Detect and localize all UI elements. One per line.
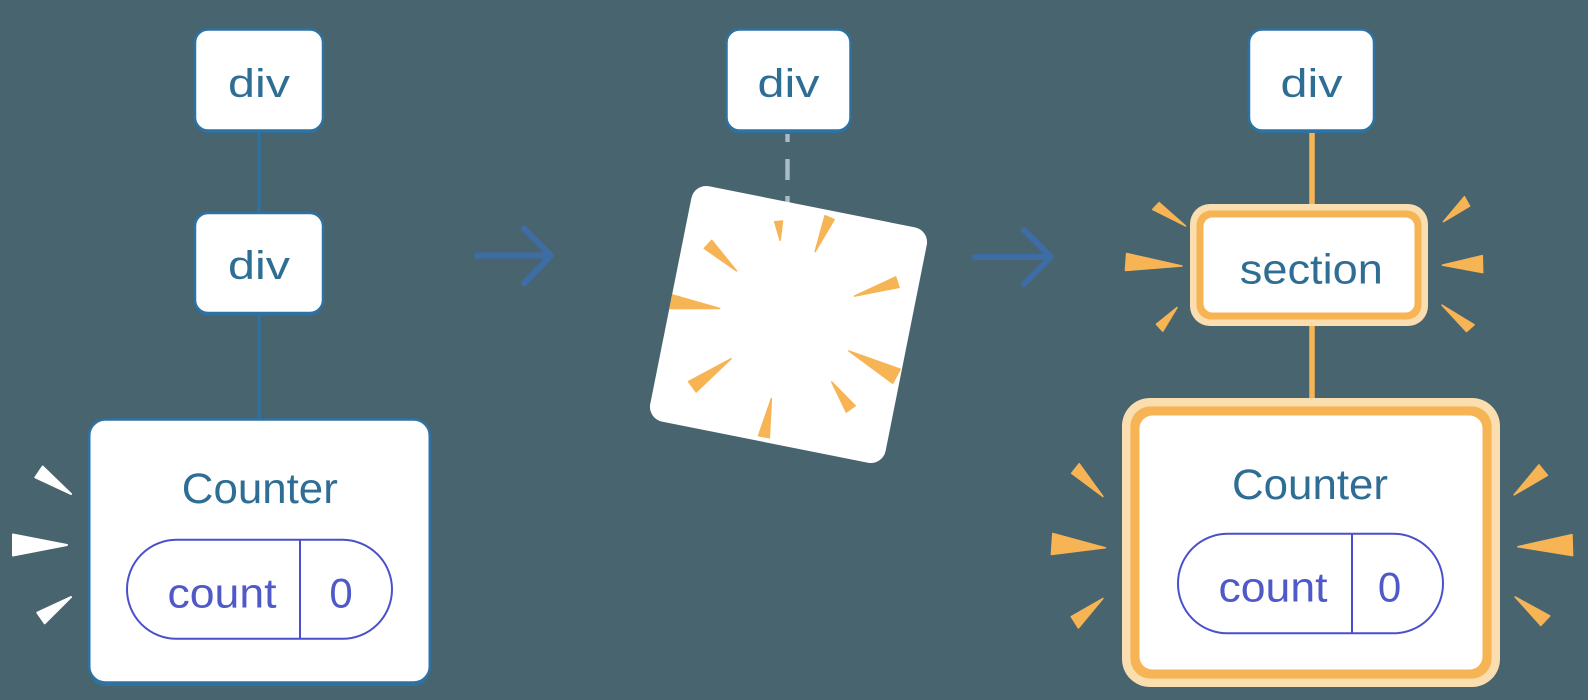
svg-text:section: section: [1240, 246, 1383, 293]
svg-text:div: div: [228, 244, 290, 288]
svg-text:div: div: [1281, 62, 1343, 106]
svg-text:count: count: [168, 570, 277, 617]
svg-text:Counter: Counter: [1232, 462, 1388, 509]
svg-text:count: count: [1219, 564, 1328, 611]
svg-text:0: 0: [1378, 564, 1401, 611]
svg-text:div: div: [758, 62, 820, 106]
svg-text:0: 0: [329, 570, 352, 617]
svg-text:Counter: Counter: [182, 466, 338, 513]
svg-text:div: div: [228, 62, 290, 106]
